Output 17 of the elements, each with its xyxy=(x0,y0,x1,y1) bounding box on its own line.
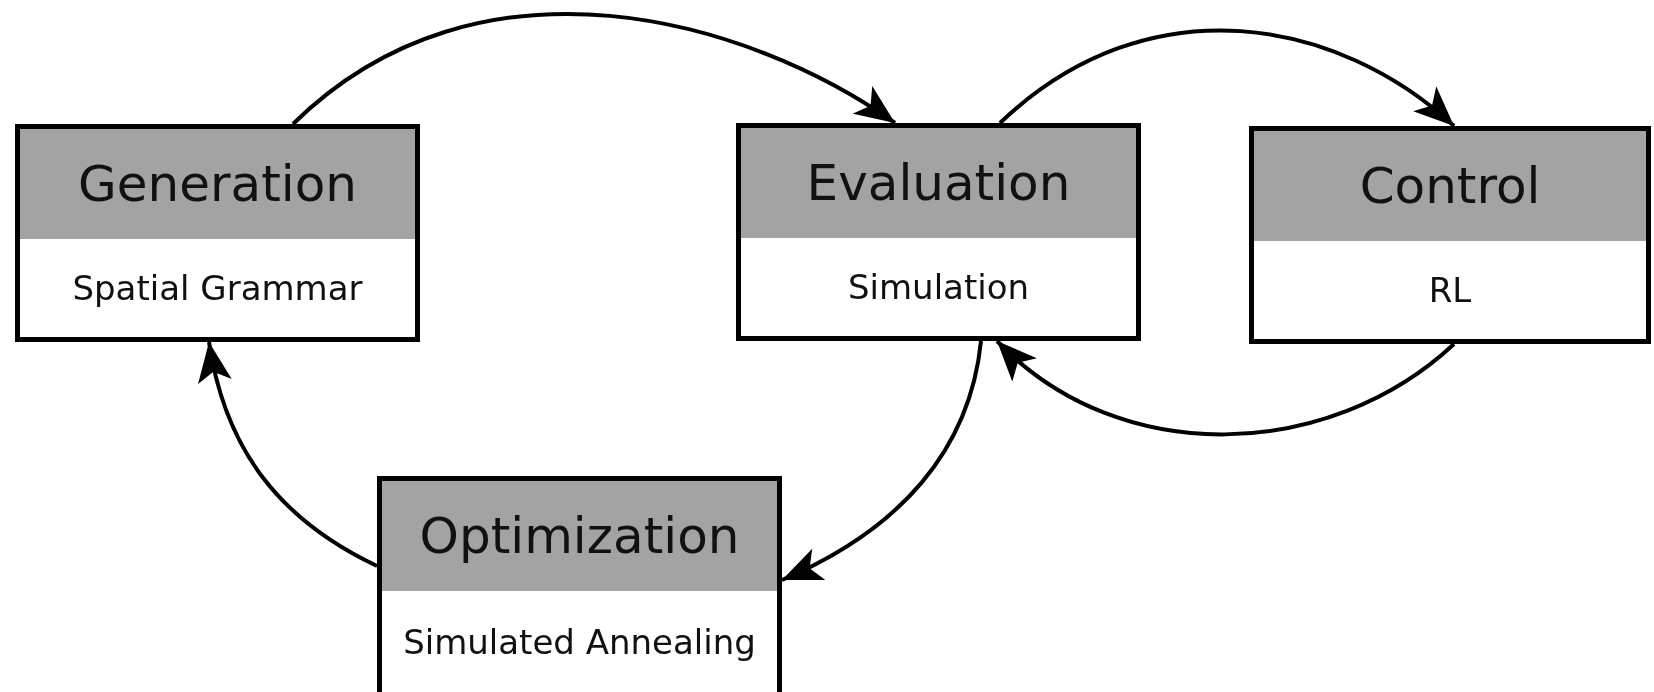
box-heading: Evaluation xyxy=(741,128,1136,238)
box-heading: Control xyxy=(1254,131,1646,241)
box-text: Simulated Annealing xyxy=(403,622,756,662)
process-box xyxy=(1249,126,1651,344)
box-text: Simulation xyxy=(847,267,1030,307)
arrow xyxy=(998,29,1456,128)
box-text: Spatial Grammar xyxy=(72,268,363,308)
box-text: RL xyxy=(1428,270,1472,310)
arrow xyxy=(995,339,1456,437)
arrow xyxy=(199,341,378,568)
process-box xyxy=(15,124,420,342)
process-box xyxy=(377,476,782,692)
arrow xyxy=(781,340,983,582)
box-heading: Generation xyxy=(20,129,415,239)
arrow xyxy=(291,12,897,126)
box-heading: Optimization xyxy=(382,481,777,591)
process-box xyxy=(736,123,1141,341)
